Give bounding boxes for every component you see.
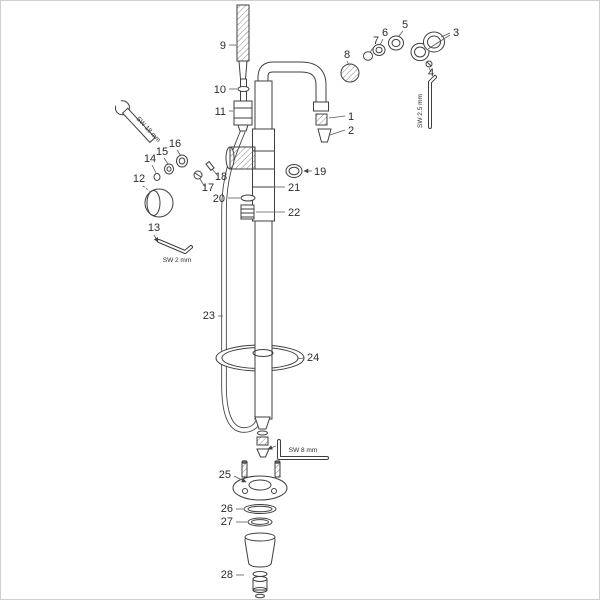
part-24-label: 24 bbox=[307, 352, 319, 364]
part-25-label: 25 bbox=[219, 469, 231, 481]
part-1-check-valve: 1 bbox=[315, 111, 354, 126]
part-16-washer: 16 bbox=[169, 138, 188, 168]
part-11-hose-nut: 11 bbox=[215, 100, 253, 132]
part-13-grub-screw: 13 bbox=[148, 222, 160, 243]
part-17-screw: 17 bbox=[193, 170, 214, 194]
part-20-washer: 20 bbox=[213, 193, 256, 205]
part-6-label: 6 bbox=[382, 27, 388, 39]
part-22-threaded-nipple: 22 bbox=[240, 204, 300, 220]
riser-column bbox=[252, 80, 275, 420]
tool-sw2-label: SW 2 mm bbox=[163, 257, 192, 264]
part-3-end-cap: 3 bbox=[410, 27, 459, 62]
part-7-label: 7 bbox=[373, 35, 379, 47]
spout-pipe bbox=[257, 61, 329, 112]
part-26-o-ring: 26 bbox=[221, 503, 277, 515]
escutcheon-hole bbox=[252, 349, 274, 357]
part-28-floor-fitting: 28 bbox=[221, 532, 276, 599]
tool-sw8-allen-key: SW 8 mm bbox=[267, 439, 329, 460]
part-14-label: 14 bbox=[144, 153, 156, 165]
part-6-seal-ring: 6 bbox=[372, 27, 388, 56]
tool-sw2-allen-key: SW 2 mm bbox=[157, 239, 193, 264]
part-21-column-joint: 21 bbox=[273, 182, 300, 194]
part-25-mounting-flange: 25 bbox=[219, 460, 288, 501]
part-22-label: 22 bbox=[288, 207, 300, 219]
part-15-washer: 15 bbox=[156, 146, 174, 175]
tool-sw18-wrench: SW 18 mm bbox=[112, 97, 162, 144]
part-12-handle-knob: 12 bbox=[133, 173, 174, 218]
part-20-label: 20 bbox=[213, 193, 225, 205]
part-26-label: 26 bbox=[221, 503, 233, 515]
part-23-shower-hose: 23 bbox=[203, 129, 263, 433]
part-5-ring: 5 bbox=[388, 19, 408, 51]
valve-hub bbox=[225, 146, 256, 170]
tool-sw25-allen-key: SW 2.5 mm bbox=[417, 75, 437, 129]
tool-sw8-label: SW 8 mm bbox=[289, 447, 318, 454]
part-9-label: 9 bbox=[220, 40, 226, 52]
part-17-label: 17 bbox=[202, 182, 214, 194]
part-3-label: 3 bbox=[453, 27, 459, 39]
part-28-label: 28 bbox=[221, 569, 233, 581]
part-15-label: 15 bbox=[156, 146, 168, 158]
part-5-label: 5 bbox=[402, 19, 408, 31]
hose-bottom-connector bbox=[254, 416, 271, 458]
part-18-pin: 18 bbox=[205, 160, 227, 183]
tool-sw25-label: SW 2.5 mm bbox=[417, 94, 424, 128]
spout-outlet bbox=[313, 101, 329, 112]
part-1-label: 1 bbox=[348, 111, 354, 123]
part-27-label: 27 bbox=[221, 516, 233, 528]
part-10-clip-ring: 10 bbox=[214, 84, 250, 96]
part-8-label: 8 bbox=[344, 49, 350, 61]
part-2-aerator-insert: 2 bbox=[317, 125, 354, 143]
part-13-label: 13 bbox=[148, 222, 160, 234]
part-4-set-screw: 4 bbox=[425, 60, 434, 79]
part-2-label: 2 bbox=[348, 125, 354, 137]
part-16-label: 16 bbox=[169, 138, 181, 150]
part-18-label: 18 bbox=[215, 171, 227, 183]
part-10-label: 10 bbox=[214, 84, 226, 96]
part-23-label: 23 bbox=[203, 310, 215, 322]
wrench-jaw-notch bbox=[112, 97, 123, 108]
part-12-label: 12 bbox=[133, 173, 145, 185]
part-14-washer: 14 bbox=[144, 153, 161, 181]
part-27-o-ring: 27 bbox=[221, 516, 273, 528]
part-21-label: 21 bbox=[288, 182, 300, 194]
part-8-cartridge: 8 bbox=[340, 49, 360, 83]
part-19-o-ring: 19 bbox=[285, 164, 326, 178]
part-11-label: 11 bbox=[215, 106, 226, 118]
part-19-label: 19 bbox=[314, 166, 326, 178]
part-4-label: 4 bbox=[428, 67, 434, 79]
